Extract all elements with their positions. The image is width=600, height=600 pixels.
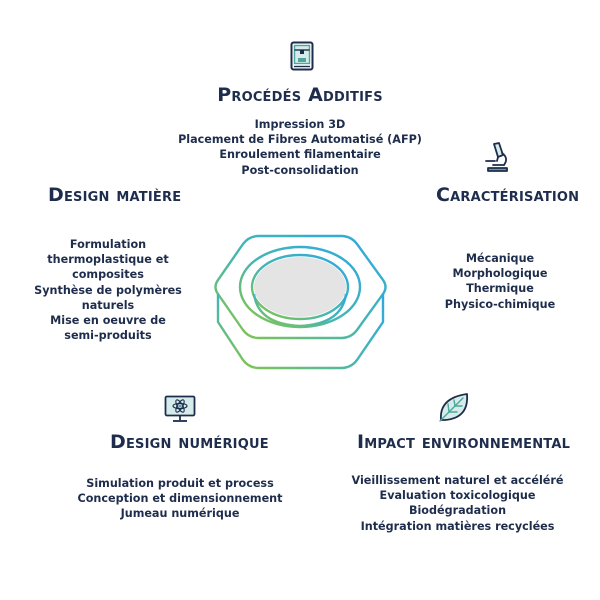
microscope-icon: [485, 142, 508, 172]
list-item: Synthèse de polymères: [34, 283, 182, 297]
list-item: Jumeau numérique: [120, 507, 240, 521]
list-item: Intégration matières recyclées: [360, 519, 555, 533]
section-items-environment: Vieillissement naturel et accéléré Evalu…: [345, 473, 570, 534]
list-item: thermoplastique et: [47, 253, 169, 267]
list-item: Thermique: [466, 282, 534, 296]
section-title-material: Design matière: [48, 184, 182, 206]
list-item: naturels: [81, 298, 135, 312]
section-title-environment: Impact environnemental: [357, 431, 571, 453]
list-item: Mise en oeuvre de: [50, 314, 166, 328]
section-title-additive: Procédés Additifs: [217, 84, 383, 106]
list-item: Physico-chimique: [444, 297, 556, 311]
center-nut-graphic: [214, 234, 387, 370]
list-item: Conception et dimensionnement: [77, 492, 283, 506]
list-item: Impression 3D: [254, 118, 346, 131]
list-item: Mécanique: [465, 252, 535, 265]
section-title-characterization: Caractérisation: [436, 184, 580, 206]
list-item: Formulation: [69, 238, 147, 251]
section-items-digital: Simulation produit et process Conception…: [75, 476, 285, 522]
list-item: Vieillissement naturel et accéléré: [351, 474, 564, 487]
list-item: Placement de Fibres Automatisé (AFP): [178, 133, 422, 147]
list-item: Evaluation toxicologique: [379, 489, 536, 503]
list-item: Morphologique: [452, 267, 548, 281]
list-item: Biodégradation: [408, 504, 507, 518]
monitor-atom-icon: [164, 395, 196, 422]
section-items-additive: Impression 3D Placement de Fibres Automa…: [0, 117, 600, 178]
section-title-digital: Design numérique: [110, 431, 269, 453]
list-item: semi-produits: [64, 329, 152, 343]
section-items-material: Formulation thermoplastique et composite…: [8, 237, 208, 343]
list-item: Enroulement filamentaire: [219, 148, 381, 162]
list-item: composites: [72, 268, 144, 282]
leaf-icon: [439, 393, 468, 422]
3d-printer-icon: [290, 41, 314, 71]
list-item: Post-consolidation: [241, 163, 359, 177]
section-items-characterization: Mécanique Morphologique Thermique Physic…: [415, 251, 585, 312]
list-item: Simulation produit et process: [86, 477, 274, 490]
